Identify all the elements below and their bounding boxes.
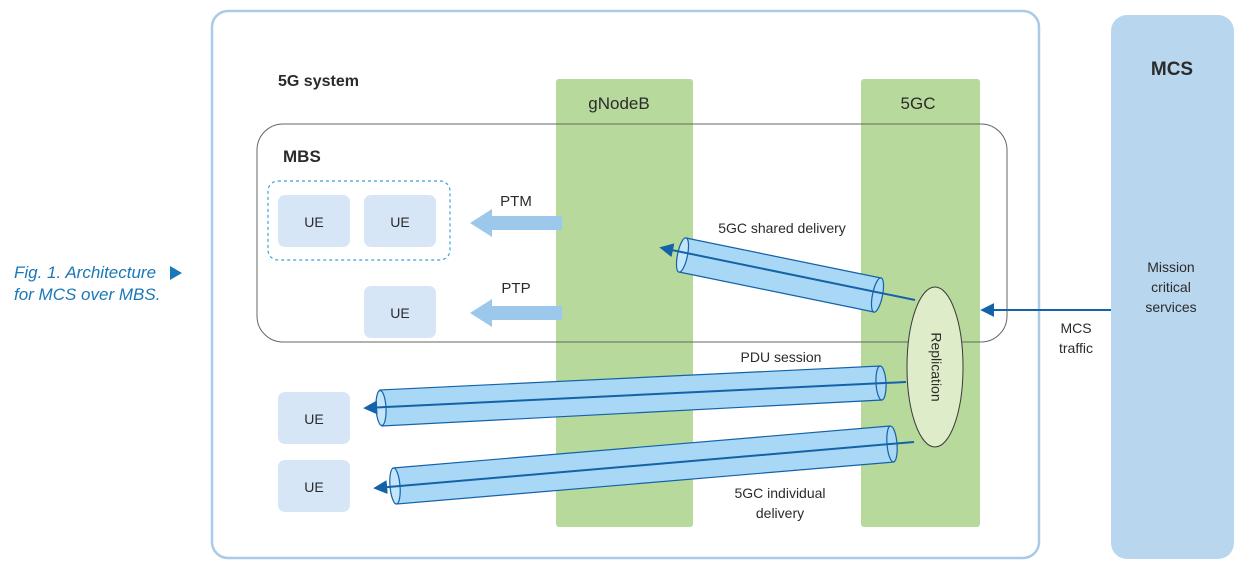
- ptm-ue-group: [267, 180, 451, 261]
- shared-delivery-label: 5GC shared delivery: [718, 220, 846, 236]
- mcs-title: MCS: [1151, 59, 1193, 80]
- mbs-title: MBS: [283, 147, 321, 166]
- mcs-services-line-1: Mission: [1147, 259, 1194, 275]
- caption-arrow-icon: [170, 266, 183, 280]
- ue-box-2: [364, 195, 436, 247]
- ptm-label: PTM: [500, 193, 532, 210]
- caption-line-2: for MCS over MBS.: [14, 285, 161, 304]
- pdu-session-tube: [363, 365, 907, 427]
- ue-label-4: UE: [304, 411, 323, 427]
- 5g-system-title: 5G system: [278, 73, 359, 90]
- 5gc-label: 5GC: [901, 94, 936, 113]
- replication-node: [906, 286, 964, 448]
- mcs-box: [1111, 15, 1234, 559]
- ue-label-1: UE: [304, 214, 323, 230]
- pdu-session-label: PDU session: [741, 349, 822, 365]
- replication-label: Replication: [928, 332, 944, 401]
- ue-label-5: UE: [304, 479, 323, 495]
- ptp-label: PTP: [501, 280, 530, 297]
- caption-line-1: Fig. 1. Architecture: [14, 262, 183, 284]
- mbs-region: [256, 123, 1008, 343]
- mcs-services-line-3: services: [1145, 299, 1196, 315]
- gnodeb-label: gNodeB: [588, 94, 649, 113]
- mcs-traffic-line-1: MCS: [1060, 320, 1091, 336]
- ue-box-1: [278, 195, 350, 247]
- ptm-arrow-icon: [470, 209, 562, 237]
- ue-label-3: UE: [390, 305, 409, 321]
- figure-caption: Fig. 1. Architecture for MCS over MBS.: [14, 262, 183, 306]
- ue-box-3: [364, 286, 436, 338]
- ue-box-5: [278, 460, 350, 512]
- ue-label-2: UE: [390, 214, 409, 230]
- shared-delivery-tube: [659, 237, 916, 313]
- mcs-traffic-line-2: traffic: [1059, 340, 1093, 356]
- individual-delivery-line-2: delivery: [756, 505, 804, 521]
- individual-delivery-line-1: 5GC individual: [734, 485, 825, 501]
- ue-box-4: [278, 392, 350, 444]
- ptp-arrow-icon: [470, 299, 562, 327]
- individual-delivery-tube: [373, 425, 915, 505]
- mcs-services-line-2: critical: [1151, 279, 1191, 295]
